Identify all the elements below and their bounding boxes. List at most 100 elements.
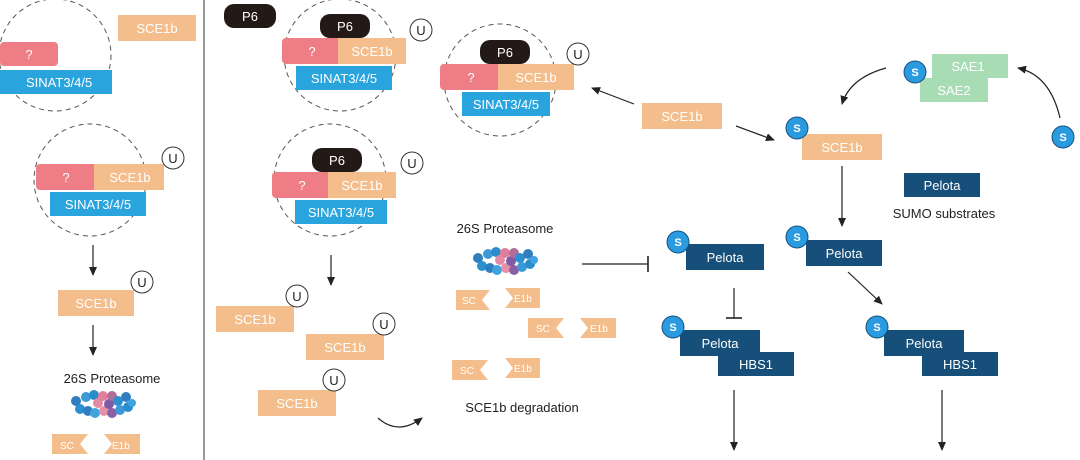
sumo-tag	[785, 116, 809, 140]
sce1b-protein	[216, 306, 294, 332]
sinat-protein	[295, 200, 387, 224]
ubiquitin-tag	[409, 18, 433, 42]
sinat-protein	[462, 92, 550, 116]
sumo-tag	[903, 60, 927, 84]
sumo-tag	[666, 230, 690, 254]
sinat-label: SINAT3/4/5	[65, 197, 131, 212]
sae2-label: SAE2	[937, 83, 970, 98]
unknown-label: ?	[308, 44, 315, 59]
unknown-protein	[272, 172, 332, 198]
pelota-protein	[904, 173, 980, 197]
sinat-protein	[296, 66, 392, 90]
ubiquitin-tag	[400, 151, 424, 175]
p6-protein	[224, 4, 276, 28]
pelota-label: Pelota	[826, 246, 864, 261]
p6-label: P6	[329, 153, 345, 168]
sinat-protein	[50, 192, 146, 216]
arrow	[1017, 65, 1061, 119]
hbs1-label: HBS1	[943, 357, 977, 372]
fragment-label: SC	[536, 324, 550, 335]
p6-label: P6	[242, 9, 258, 24]
sinat-label: SINAT3/4/5	[311, 71, 377, 86]
sce1b-protein	[338, 38, 406, 64]
sce1b-label: SCE1b	[234, 312, 275, 327]
sce1b-protein	[328, 172, 396, 198]
arrow	[377, 417, 423, 428]
arrow	[847, 271, 883, 305]
sae1-protein	[932, 54, 1008, 78]
sce1b-protein	[58, 290, 134, 316]
sce1b-fragment	[505, 358, 540, 378]
unknown-protein	[440, 64, 502, 90]
sce1b-fragment	[52, 434, 88, 454]
sce1b-fragment	[104, 434, 140, 454]
arrow	[591, 87, 635, 105]
sce1b-protein	[94, 164, 164, 190]
fragment-label: E1b	[112, 441, 130, 452]
sce1b-fragment	[505, 288, 540, 308]
p6-protein	[312, 148, 362, 172]
sce1b-protein	[118, 15, 196, 41]
sumo-substrates-caption: SUMO substrates	[893, 206, 996, 221]
hbs1-protein	[718, 352, 794, 376]
p6-label: P6	[497, 45, 513, 60]
left-panel: ? SINAT3/4/5 SCE1b ? SCE1b SINAT3/4/5 U …	[0, 0, 196, 454]
sce1b-protein	[642, 103, 722, 129]
sce1b-fragment	[528, 318, 564, 338]
proteasome-caption: 26S Proteasome	[457, 221, 554, 236]
unknown-label: ?	[62, 170, 69, 185]
sumo-label: S	[793, 232, 800, 244]
unknown-protein	[36, 164, 98, 190]
fragment-label: E1b	[514, 294, 532, 305]
ubiquitin-label: U	[292, 289, 301, 304]
unknown-label: ?	[467, 70, 474, 85]
ubiquitin-label: U	[407, 156, 416, 171]
ubiquitin-label: U	[416, 23, 425, 38]
pelota-protein	[686, 244, 764, 270]
pelota-protein	[806, 240, 882, 266]
pelota-protein	[884, 330, 964, 356]
ubiquitin-tag	[161, 146, 185, 170]
sce1b-protein	[802, 134, 882, 160]
arrow	[735, 125, 775, 141]
proteasome-icon	[71, 390, 136, 418]
p6-label: P6	[337, 19, 353, 34]
sce1b-label: SCE1b	[324, 340, 365, 355]
fragment-label: SC	[60, 441, 74, 452]
ubiquitin-label: U	[573, 47, 582, 62]
sumo-label: S	[793, 123, 800, 135]
sumo-tag	[865, 315, 889, 339]
sumo-tag	[1051, 125, 1075, 149]
ubiquitin-label: U	[137, 275, 146, 290]
ubiquitin-tag	[566, 42, 590, 66]
pelota-label: Pelota	[702, 336, 740, 351]
sumo-tag	[785, 225, 809, 249]
sinat-label: SINAT3/4/5	[26, 75, 92, 90]
sce1b-label: SCE1b	[351, 44, 392, 59]
sinat-protein	[0, 70, 112, 94]
ubiquitin-tag	[130, 270, 154, 294]
unknown-protein	[282, 38, 342, 64]
pelota-protein	[680, 330, 760, 356]
sce1b-label: SCE1b	[661, 109, 702, 124]
proteasome-caption: 26S Proteasome	[64, 371, 161, 386]
sumo-label: S	[873, 322, 880, 334]
ubiquitin-label: U	[379, 317, 388, 332]
sinat-label: SINAT3/4/5	[308, 205, 374, 220]
fragment-label: SC	[462, 296, 476, 307]
p6-protein	[320, 14, 370, 38]
sce1b-label: SCE1b	[821, 140, 862, 155]
fragment-label: SC	[460, 366, 474, 377]
ubiquitin-label: U	[329, 373, 338, 388]
unknown-protein	[0, 42, 58, 66]
sce1b-protein	[498, 64, 574, 90]
sce1b-label: SCE1b	[341, 178, 382, 193]
hbs1-protein	[922, 352, 998, 376]
unknown-label: ?	[298, 178, 305, 193]
sce1b-fragment	[456, 290, 490, 310]
fragment-label: E1b	[514, 364, 532, 375]
sce1b-fragment	[580, 318, 616, 338]
sumo-label: S	[674, 237, 681, 249]
sumo-label: S	[669, 322, 676, 334]
